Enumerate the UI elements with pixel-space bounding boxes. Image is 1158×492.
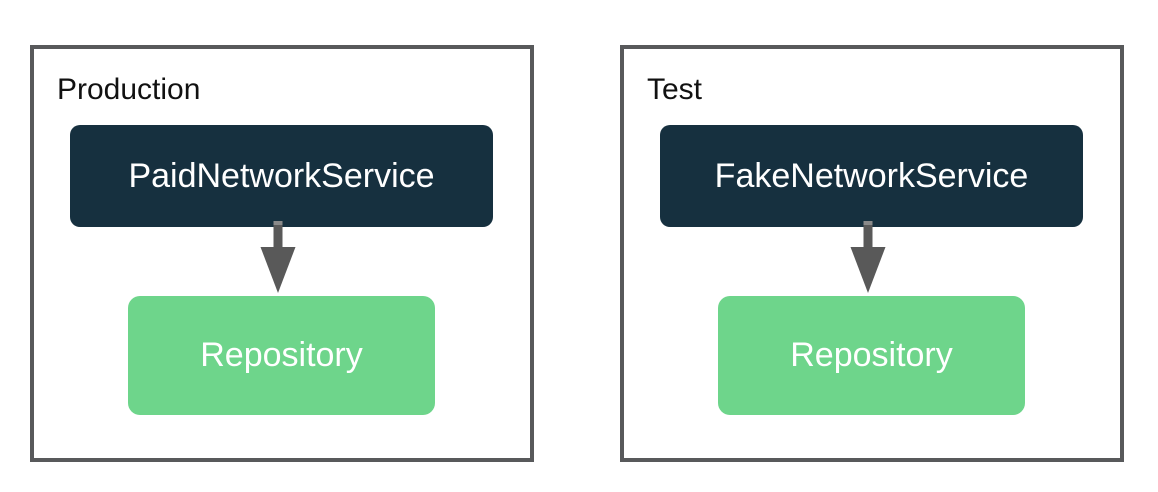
repository-box-label: Repository xyxy=(790,336,953,374)
test-panel: Test FakeNetworkService Repository xyxy=(620,45,1124,462)
panel-title-production: Production xyxy=(57,73,201,106)
service-box-label: FakeNetworkService xyxy=(714,156,1029,195)
repository-box-label: Repository xyxy=(200,336,363,374)
fake-network-service-box: FakeNetworkService xyxy=(660,125,1083,227)
arrow-down-icon xyxy=(260,221,296,293)
repository-box: Repository xyxy=(128,296,435,415)
service-box-label: PaidNetworkService xyxy=(128,156,435,195)
production-panel: Production PaidNetworkService Repository xyxy=(30,45,534,462)
repository-box: Repository xyxy=(718,296,1025,415)
paid-network-service-box: PaidNetworkService xyxy=(70,125,493,227)
panel-title-test: Test xyxy=(647,73,703,106)
arrow-down-icon xyxy=(850,221,886,293)
